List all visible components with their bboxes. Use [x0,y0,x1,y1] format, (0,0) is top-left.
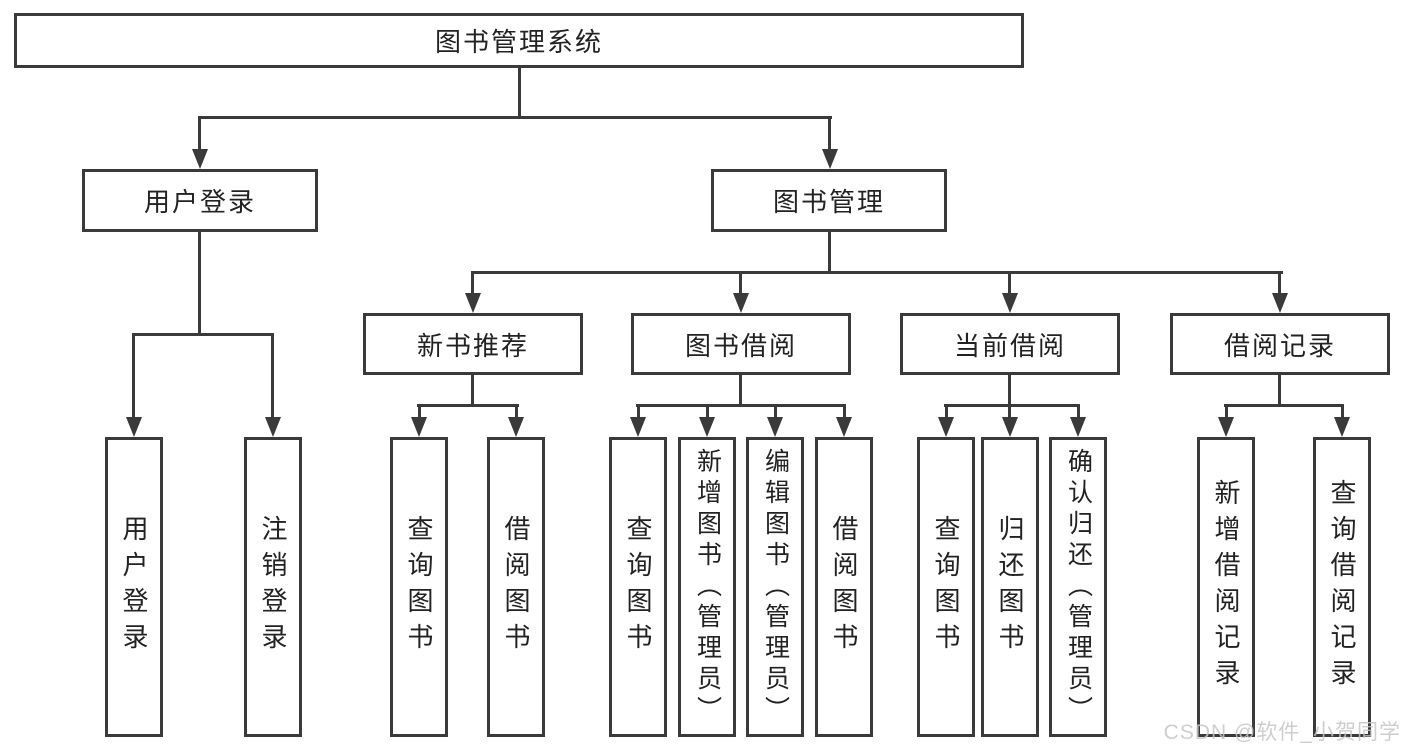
connector-m2-stem [739,373,742,407]
leaf-label: 新增借阅记录 [1211,479,1241,695]
arrowhead-down-icon [1070,417,1086,437]
node-label: 借阅记录 [1223,330,1336,361]
connector-leaf-drop [843,406,846,419]
node-borrow-record: 借阅记录 [1170,313,1390,375]
leaf-label: 编辑图书（管理员） [761,447,790,727]
node-label: 当前借阅 [953,330,1066,361]
leaf-label: 查询图书 [931,515,961,659]
leaf-label: 归还图书 [995,515,1025,659]
leaf-add-book-admin: 新增图书（管理员） [678,437,736,737]
arrowhead-down-icon [465,293,481,313]
arrowhead-down-icon [1002,293,1018,313]
connector-leaf-drop [945,406,948,419]
leaf-label: 注销登录 [258,515,288,659]
connector-l3-drop-3 [1008,273,1011,295]
connector-m3-branch [944,404,1080,407]
connector-leaf-drop [1341,406,1344,419]
arrowhead-down-icon [508,417,524,437]
arrowhead-down-icon [1002,417,1018,437]
arrowhead-down-icon [630,417,646,437]
connector-user-stem [198,230,201,335]
connector-l3-drop-1 [471,273,474,295]
connector-l2-drop-book [828,118,831,151]
node-new-book-recommend: 新书推荐 [363,313,583,375]
leaf-label: 查询图书 [404,515,434,659]
leaf-return-book: 归还图书 [981,437,1039,737]
leaf-label: 新增图书（管理员） [693,447,722,727]
connector-l3-drop-4 [1278,273,1281,295]
arrowhead-down-icon [836,417,852,437]
connector-user-branch [132,333,274,336]
connector-l3-drop-2 [739,273,742,295]
arrowhead-down-icon [822,149,838,169]
node-root: 图书管理系统 [14,13,1024,68]
node-user-login: 用户登录 [82,169,318,232]
watermark: CSDN @软件_小贺同学 [1163,721,1401,744]
connector-root-stem [518,66,521,118]
connector-l3-branch [471,271,1283,274]
leaf-label: 借阅图书 [501,515,531,659]
arrowhead-down-icon [126,417,142,437]
connector-leaf-drop [418,406,421,419]
connector-l2-drop-user [198,118,201,151]
node-book-borrow: 图书借阅 [631,313,851,375]
connector-l2-branch [198,116,832,119]
node-label: 新书推荐 [416,330,529,361]
connector-m4-stem [1278,373,1281,407]
connector-leaf-drop [706,406,709,419]
connector-leaf-drop [515,406,518,419]
leaf-query-book: 查询图书 [609,437,667,737]
arrowhead-down-icon [265,417,281,437]
arrowhead-down-icon [411,417,427,437]
connector-leaf-drop [1225,406,1228,419]
connector-book-stem [828,230,831,274]
leaf-label: 查询借阅记录 [1327,479,1357,695]
connector-m2-branch [636,404,846,407]
arrowhead-down-icon [733,293,749,313]
leaf-logout: 注销登录 [244,437,302,737]
node-root-label: 图书管理系统 [434,27,603,57]
connector-leaf-drop [1008,406,1011,419]
connector-m4-branch [1224,404,1344,407]
node-label: 图书借阅 [684,330,797,361]
connector-leaf-drop [637,406,640,419]
leaf-query-book: 查询图书 [390,437,448,737]
connector-user-drop-2 [271,335,274,419]
leaf-edit-book-admin: 编辑图书（管理员） [746,437,804,737]
arrowhead-down-icon [1272,293,1288,313]
node-book-management-label: 图书管理 [772,187,885,217]
connector-leaf-drop [1077,406,1080,419]
leaf-label: 借阅图书 [829,515,859,659]
arrowhead-down-icon [1218,417,1234,437]
connector-m1-branch [417,404,519,407]
arrowhead-down-icon [192,149,208,169]
leaf-label: 确认归还（管理员） [1064,447,1093,727]
node-book-management: 图书管理 [711,169,947,232]
leaf-confirm-return-admin: 确认归还（管理员） [1049,437,1107,737]
leaf-borrow-book: 借阅图书 [815,437,873,737]
arrowhead-down-icon [767,417,783,437]
leaf-borrow-book: 借阅图书 [487,437,545,737]
connector-m3-stem [1008,373,1011,407]
connector-leaf-drop [774,406,777,419]
node-current-borrow: 当前借阅 [900,313,1120,375]
connector-m1-stem [471,373,474,407]
connector-user-drop-1 [132,335,135,419]
leaf-add-borrow-record: 新增借阅记录 [1197,437,1255,737]
leaf-user-login: 用户登录 [105,437,163,737]
leaf-label: 查询图书 [623,515,653,659]
leaf-query-book: 查询图书 [917,437,975,737]
arrowhead-down-icon [699,417,715,437]
leaf-query-borrow-record: 查询借阅记录 [1313,437,1371,737]
arrowhead-down-icon [938,417,954,437]
node-user-login-label: 用户登录 [143,187,256,217]
arrowhead-down-icon [1334,417,1350,437]
leaf-label: 用户登录 [119,515,149,659]
